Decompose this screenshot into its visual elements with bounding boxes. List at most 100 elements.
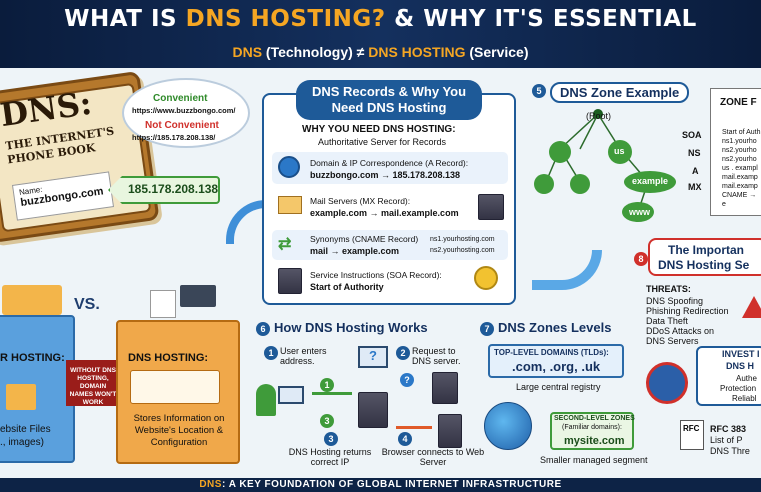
record-row-a: [272, 152, 508, 184]
sld-subtitle: (Familiar domains):: [562, 424, 622, 431]
tree-node: [570, 174, 590, 194]
arrow1-number: 1: [320, 378, 334, 392]
root-node: [593, 109, 603, 119]
works-title: How DNS Hosting Works: [274, 320, 428, 335]
levels-number: 7: [480, 322, 494, 336]
folder-icon: [6, 384, 36, 410]
dns-doc-icons: [130, 370, 220, 404]
sld-box: [550, 412, 634, 450]
record-mx-label: Mail Servers (MX Record):: [310, 196, 411, 206]
step3-text: DNS Hosting returns correct IP: [288, 447, 372, 467]
step4-text: Browser connects to Web Server: [381, 447, 485, 467]
zone-line: mail.examp: [722, 174, 758, 181]
example-node: [624, 171, 676, 193]
flow-arrow-icon: [532, 250, 602, 290]
page-title: WHAT IS DNS HOSTING? & WHY IT'S ESSENTIA…: [64, 6, 697, 32]
sld-desc: Smaller managed segment: [540, 455, 648, 465]
importance-title-line1: The Importan: [668, 243, 745, 257]
not-convenient-url: https://185.178.208.138/: [132, 133, 216, 142]
url-bubble: [122, 78, 250, 148]
tld-title: TOP-LEVEL DOMAINS (TLDs):: [494, 348, 609, 357]
zone-number: 5: [532, 84, 546, 98]
tld-values: .com, .org, .uk: [512, 359, 601, 374]
web-server-icon-top: [432, 372, 458, 404]
warning-triangle-icon: [742, 296, 761, 318]
connect-arrow-icon: [396, 426, 432, 429]
www-node: [622, 202, 654, 222]
step2-text: Request to DNS server.: [412, 346, 461, 366]
invest-line3: Authe: [736, 374, 757, 383]
invest-line1: INVEST I: [722, 349, 760, 359]
dns-hosting-title: DNS HOSTING:: [128, 352, 209, 364]
us-label: us: [614, 146, 625, 156]
zone-line: ns2.yourho: [722, 147, 757, 154]
tree-node: [534, 174, 554, 194]
web-server-icon-bottom: [438, 414, 462, 448]
threat-item: Phishing Redirection: [646, 306, 729, 316]
www-label: www: [629, 207, 651, 217]
sld-title: SECOND-LEVEL ZONES: [554, 415, 635, 422]
tld-box: [488, 344, 624, 378]
zone-title: DNS Zone Example: [550, 82, 690, 103]
threat-item: DNS Spoofing: [646, 296, 704, 306]
web-hosting-title: R HOSTING:: [0, 352, 65, 364]
web-hosting-line1: ebsite Files: [0, 424, 51, 435]
globe-earth-icon: [484, 402, 532, 450]
file-icons-left: [2, 285, 62, 315]
step1-number: 1: [264, 346, 278, 360]
dns-server-icon: [358, 392, 388, 428]
us-node: [608, 140, 632, 164]
threats-title: THREATS:: [646, 284, 691, 294]
threat-item: DDoS Attacks on: [646, 326, 715, 336]
curved-arrow-icon: [226, 200, 270, 244]
ip-value: 185.178.208.138: [128, 182, 219, 196]
invest-line5: Reliabl: [732, 394, 757, 403]
zone-line: CNAME → e: [722, 192, 757, 208]
badge-icon: [474, 266, 498, 290]
zone-line: Start of Auth: [722, 129, 761, 136]
sld-value: mysite.com: [564, 435, 625, 447]
globe-icon: [278, 156, 300, 178]
why-subtitle: Authoritative Server for Records: [318, 137, 447, 147]
works-number: 6: [256, 322, 270, 336]
example-label: example: [632, 176, 669, 186]
web-hosting-line2: ., images): [0, 437, 44, 448]
tree-node: [549, 141, 571, 163]
records-title: DNS Records & Why You Need DNS Hosting: [296, 80, 482, 120]
request-arrow-icon: [312, 392, 352, 395]
documents-icon: [150, 290, 176, 318]
header-banner: [0, 0, 761, 68]
record-cname-value: mail → example.com: [310, 246, 400, 256]
question-icon: ?: [400, 373, 414, 387]
importance-title-line2: DNS Hosting Se: [658, 258, 750, 272]
zone-type-soa: SOA: [682, 130, 702, 140]
server-rack-icon: [180, 285, 216, 307]
step3-number: 3: [324, 432, 338, 446]
ns2-value: ns2.yourhosting.com: [430, 247, 495, 254]
record-row-cname: [272, 230, 508, 260]
step1-text: User enters address.: [280, 346, 327, 366]
footer-banner: DNS: A KEY FOUNDATION OF GLOBAL INTERNET…: [0, 478, 761, 492]
threat-item: Data Theft: [646, 316, 688, 326]
zone-tree: [534, 109, 676, 222]
step4-number: 4: [398, 432, 412, 446]
user-icon: [256, 384, 276, 416]
zone-type-a: A: [692, 166, 699, 176]
levels-title: DNS Zones Levels: [498, 320, 612, 335]
invest-line4: Protection: [720, 384, 757, 393]
rfc-line1: RFC 383: [710, 424, 747, 434]
rfc-line3: DNS Thre: [710, 446, 750, 456]
record-a-value: buzzbongo.com → 185.178.208.138: [310, 170, 461, 180]
laptop-icon: [278, 386, 304, 404]
record-mx-value: example.com → mail.example.com: [310, 208, 459, 218]
rfc-document-icon: RFC: [680, 420, 704, 450]
convenient-url: https://www.buzzbongo.com/: [132, 106, 236, 115]
threats-list: DNS Spoofing Phishing Redirection Data T…: [646, 296, 729, 346]
server-icon: [478, 194, 504, 220]
tld-desc: Large central registry: [516, 382, 601, 392]
ip-arrow: [108, 176, 220, 204]
server-stack-icon: [278, 268, 302, 294]
record-soa-label: Service Instructions (SOA Record):: [310, 270, 442, 280]
vs-label: VS.: [74, 296, 100, 313]
monitor-icon: ?: [358, 346, 388, 368]
